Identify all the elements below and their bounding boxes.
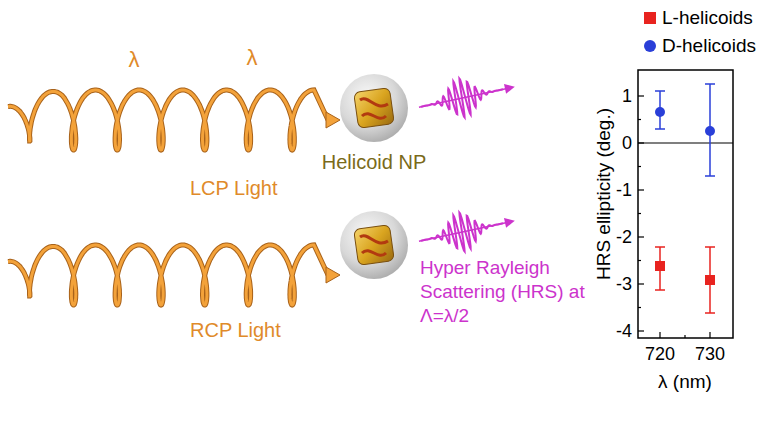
legend-text: D-helicoids xyxy=(662,34,756,58)
axis-title: HRS ellipticity (deg.) xyxy=(592,74,616,314)
wave xyxy=(417,70,507,126)
zero-line xyxy=(638,142,733,143)
cube xyxy=(354,225,395,266)
legend-swatch xyxy=(644,12,656,24)
x-ticks xyxy=(660,332,710,338)
legend-text: L-helicoids xyxy=(662,6,753,30)
cube-twist xyxy=(360,99,388,119)
wave xyxy=(417,204,507,260)
tick-label: 730 xyxy=(685,342,735,366)
tick-label: 720 xyxy=(635,342,685,366)
wavelength-label: λ xyxy=(122,48,146,72)
cube xyxy=(354,88,395,129)
l-error-bars xyxy=(655,247,715,313)
hrs-wavepacket xyxy=(415,202,519,261)
tick-label: -1 xyxy=(600,178,632,202)
helix-outline xyxy=(8,245,328,305)
beam-label: LCP Light xyxy=(190,176,320,200)
d-point xyxy=(655,107,665,117)
tick-label: -3 xyxy=(600,272,632,296)
l-point xyxy=(655,261,665,271)
particle-label: Helicoid NP xyxy=(318,150,430,174)
hrs-wavepacket xyxy=(415,68,519,127)
rcp-beam xyxy=(8,245,340,305)
d-error-bars xyxy=(655,84,715,176)
helix-outline xyxy=(8,90,328,150)
wave-arrowhead xyxy=(504,216,516,228)
chart xyxy=(638,70,733,338)
tick-label: 1 xyxy=(600,84,632,108)
helicoid-nanoparticle xyxy=(340,211,408,279)
beam-label: RCP Light xyxy=(190,318,320,342)
hrs-label: Hyper Rayleigh Scattering (HRS) at Λ=λ/2 xyxy=(420,256,592,328)
l-point xyxy=(705,275,715,285)
lcp-beam xyxy=(8,90,340,150)
tick-label: 0 xyxy=(600,131,632,155)
legend-swatch xyxy=(644,40,656,52)
wavelength-label: λ xyxy=(240,46,264,70)
axis-title: λ (nm) xyxy=(635,370,735,394)
y-ticks xyxy=(638,96,644,331)
plot-frame xyxy=(638,70,733,338)
helix-beam xyxy=(8,90,328,150)
cube-twist xyxy=(360,236,388,256)
tick-label: -4 xyxy=(600,319,632,343)
beam-arrowhead xyxy=(326,267,340,283)
sphere xyxy=(340,211,408,279)
wave-arrowhead xyxy=(504,82,516,94)
beam-arrowhead xyxy=(326,112,340,128)
d-point xyxy=(705,126,715,136)
helix-beam xyxy=(8,245,328,305)
sphere xyxy=(340,74,408,142)
tick-label: -2 xyxy=(600,225,632,249)
helicoid-nanoparticle xyxy=(340,74,408,142)
